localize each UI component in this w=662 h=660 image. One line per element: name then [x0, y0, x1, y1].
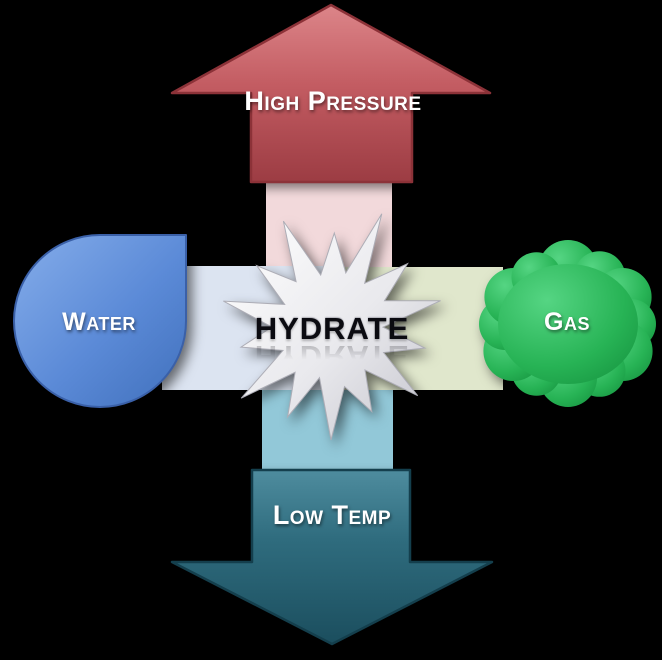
down-arrow-shape	[170, 468, 494, 646]
water-label: Water	[62, 308, 136, 336]
hydrate-label-group: HYDRATE HYDRATE	[232, 311, 432, 374]
hydrate-starburst-shape	[223, 213, 441, 441]
high-pressure-label: High Pressure	[244, 86, 422, 116]
cloud-body	[498, 264, 638, 384]
hydrate-label: HYDRATE	[254, 311, 410, 346]
hydrate-label-reflection: HYDRATE	[254, 339, 410, 374]
gas-cloud-shape	[479, 240, 656, 407]
gas-label: Gas	[544, 308, 590, 336]
up-arrow-shape	[170, 3, 492, 184]
low-temp-label: Low Temp	[272, 500, 392, 530]
water-droplet-shape	[13, 234, 187, 408]
